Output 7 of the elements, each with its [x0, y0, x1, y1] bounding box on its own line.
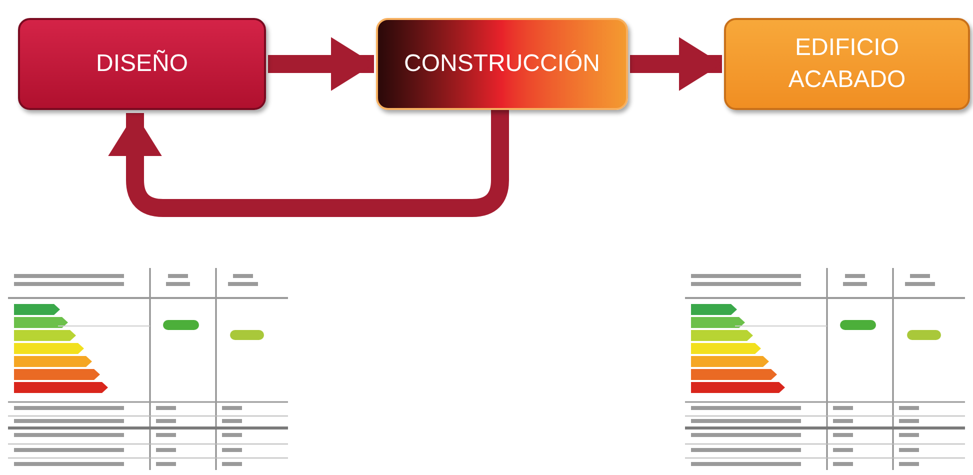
box-label: DISEÑO — [94, 48, 189, 79]
process-box — [724, 18, 970, 110]
arrow — [108, 110, 509, 217]
process-box — [18, 18, 266, 110]
arrow — [630, 37, 722, 91]
box-label: EDIFICIO ACABADO — [787, 33, 907, 95]
arrow — [268, 37, 374, 91]
